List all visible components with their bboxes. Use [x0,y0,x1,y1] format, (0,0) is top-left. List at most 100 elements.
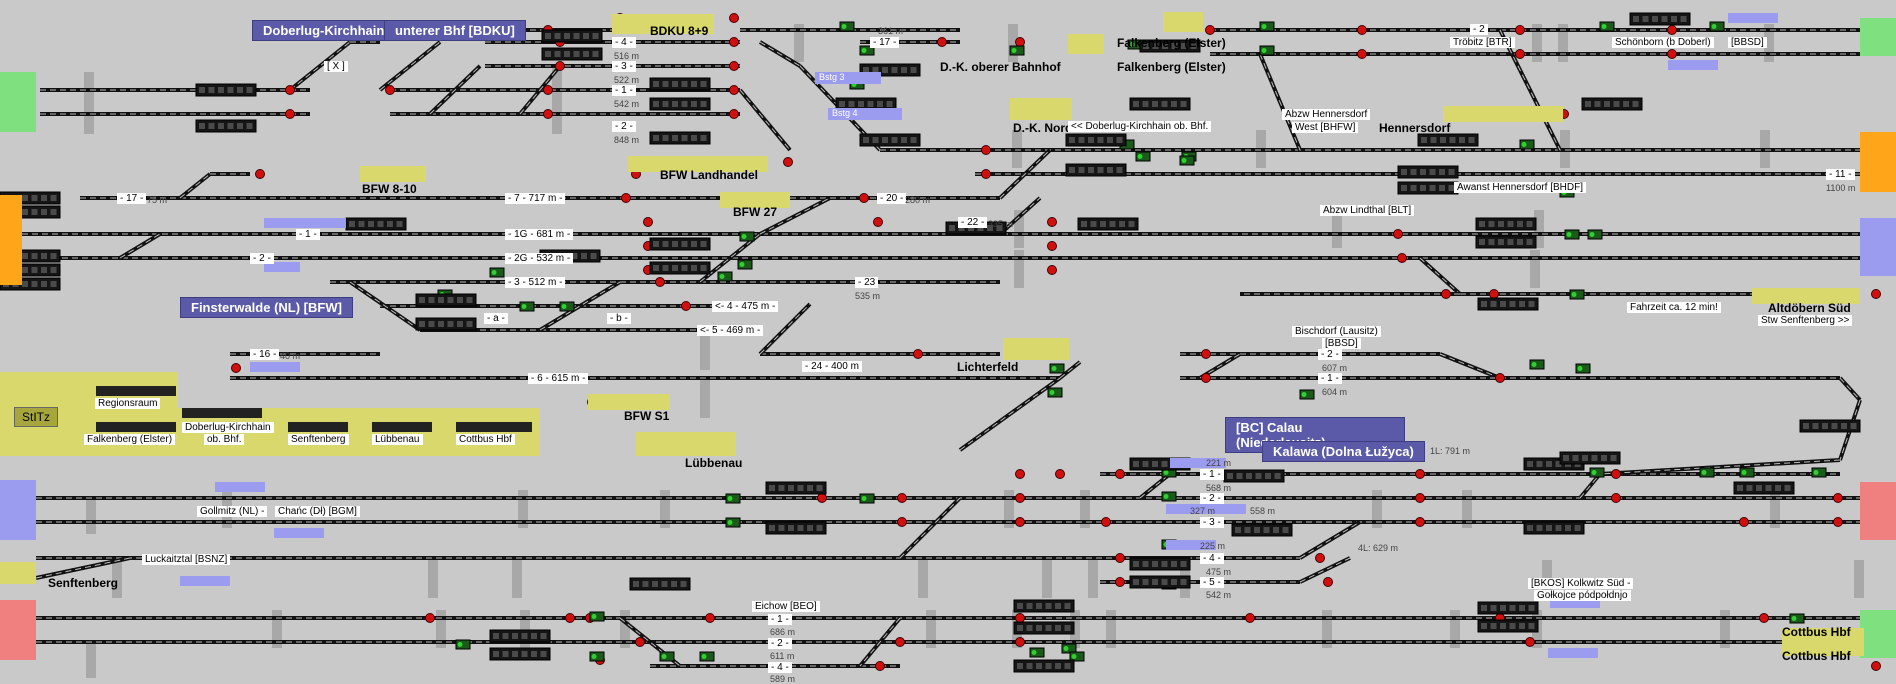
signal-icon[interactable] [1315,553,1325,563]
signal-icon[interactable] [1015,613,1025,623]
shunt-signal-icon[interactable] [1564,229,1580,240]
signal-icon[interactable] [1015,37,1025,47]
signal-icon[interactable] [1115,577,1125,587]
signal-icon[interactable] [1115,553,1125,563]
shunt-signal-icon[interactable] [559,301,575,312]
signal-icon[interactable] [1611,469,1621,479]
signal-icon[interactable] [1489,289,1499,299]
signal-icon[interactable] [981,145,991,155]
signal-icon[interactable] [1201,373,1211,383]
signal-icon[interactable] [913,349,923,359]
edge-left-red[interactable] [0,600,36,660]
signal-icon[interactable] [385,85,395,95]
shunt-signal-icon[interactable] [1179,155,1195,166]
signal-icon[interactable] [1515,25,1525,35]
panel-btn-falkenberg[interactable] [96,422,176,432]
shunt-signal-icon[interactable] [1049,363,1065,374]
signal-icon[interactable] [729,85,739,95]
shunt-signal-icon[interactable] [1699,467,1715,478]
signal-icon[interactable] [1833,517,1843,527]
signal-icon[interactable] [1115,469,1125,479]
signal-icon[interactable] [859,193,869,203]
shunt-signal-icon[interactable] [1009,45,1025,56]
signal-icon[interactable] [1015,517,1025,527]
shunt-signal-icon[interactable] [1519,139,1535,150]
signal-icon[interactable] [1397,253,1407,263]
signal-icon[interactable] [1415,469,1425,479]
signal-icon[interactable] [1611,493,1621,503]
signal-icon[interactable] [643,217,653,227]
signal-icon[interactable] [783,157,793,167]
shunt-signal-icon[interactable] [1569,289,1585,300]
edge-right-green-bottom[interactable] [1860,610,1896,658]
signal-icon[interactable] [1015,637,1025,647]
signal-icon[interactable] [1323,577,1333,587]
shunt-signal-icon[interactable] [1739,467,1755,478]
signal-icon[interactable] [1245,613,1255,623]
signal-icon[interactable] [1047,241,1057,251]
signal-icon[interactable] [543,109,553,119]
signal-icon[interactable] [937,37,947,47]
signal-icon[interactable] [255,169,265,179]
edge-right-red[interactable] [1860,482,1896,540]
shunt-signal-icon[interactable] [859,493,875,504]
shunt-signal-icon[interactable] [1709,21,1725,32]
shunt-signal-icon[interactable] [1587,229,1603,240]
shunt-signal-icon[interactable] [455,639,471,650]
signal-icon[interactable] [635,637,645,647]
signal-icon[interactable] [655,277,665,287]
shunt-signal-icon[interactable] [1589,467,1605,478]
signal-icon[interactable] [1667,49,1677,59]
edge-right-violet[interactable] [1860,218,1896,276]
shunt-signal-icon[interactable] [1135,151,1151,162]
shunt-signal-icon[interactable] [589,651,605,662]
signal-icon[interactable] [565,613,575,623]
shunt-signal-icon[interactable] [859,45,875,56]
signal-icon[interactable] [1495,373,1505,383]
shunt-signal-icon[interactable] [725,493,741,504]
signal-icon[interactable] [729,37,739,47]
signal-icon[interactable] [729,13,739,23]
shunt-signal-icon[interactable] [1029,647,1045,658]
signal-icon[interactable] [1525,637,1535,647]
stitz-button[interactable]: StITz [14,407,58,427]
shunt-signal-icon[interactable] [1259,21,1275,32]
signal-icon[interactable] [1393,229,1403,239]
signal-icon[interactable] [681,301,691,311]
shunt-signal-icon[interactable] [519,301,535,312]
signal-icon[interactable] [895,637,905,647]
panel-btn-senftenberg[interactable] [288,422,348,432]
shunt-signal-icon[interactable] [1299,389,1315,400]
edge-left-violet[interactable] [0,480,36,540]
edge-right-green[interactable] [1860,18,1896,56]
shunt-signal-icon[interactable] [1161,491,1177,502]
shunt-signal-icon[interactable] [839,21,855,32]
shunt-signal-icon[interactable] [739,231,755,242]
shunt-signal-icon[interactable] [1529,359,1545,370]
signal-icon[interactable] [543,85,553,95]
signal-icon[interactable] [1759,613,1769,623]
shunt-signal-icon[interactable] [1069,651,1085,662]
shunt-signal-icon[interactable] [725,517,741,528]
panel-btn-cottbus[interactable] [456,422,532,432]
signal-icon[interactable] [1047,265,1057,275]
signal-icon[interactable] [897,517,907,527]
panel-btn-regionsraum[interactable] [96,386,176,396]
panel-btn-luebbenau[interactable] [372,422,432,432]
signal-icon[interactable] [873,217,883,227]
shunt-signal-icon[interactable] [1047,387,1063,398]
signal-icon[interactable] [1833,493,1843,503]
shunt-signal-icon[interactable] [717,271,733,282]
edge-left-orange[interactable] [0,195,22,285]
signal-icon[interactable] [285,85,295,95]
signal-icon[interactable] [425,613,435,623]
signal-icon[interactable] [1357,49,1367,59]
shunt-signal-icon[interactable] [737,259,753,270]
shunt-signal-icon[interactable] [1811,467,1827,478]
signal-icon[interactable] [817,493,827,503]
panel-btn-doberlug[interactable] [182,408,262,418]
signal-icon[interactable] [621,193,631,203]
signal-icon[interactable] [1101,517,1111,527]
shunt-signal-icon[interactable] [1575,363,1591,374]
shunt-signal-icon[interactable] [1061,643,1077,654]
